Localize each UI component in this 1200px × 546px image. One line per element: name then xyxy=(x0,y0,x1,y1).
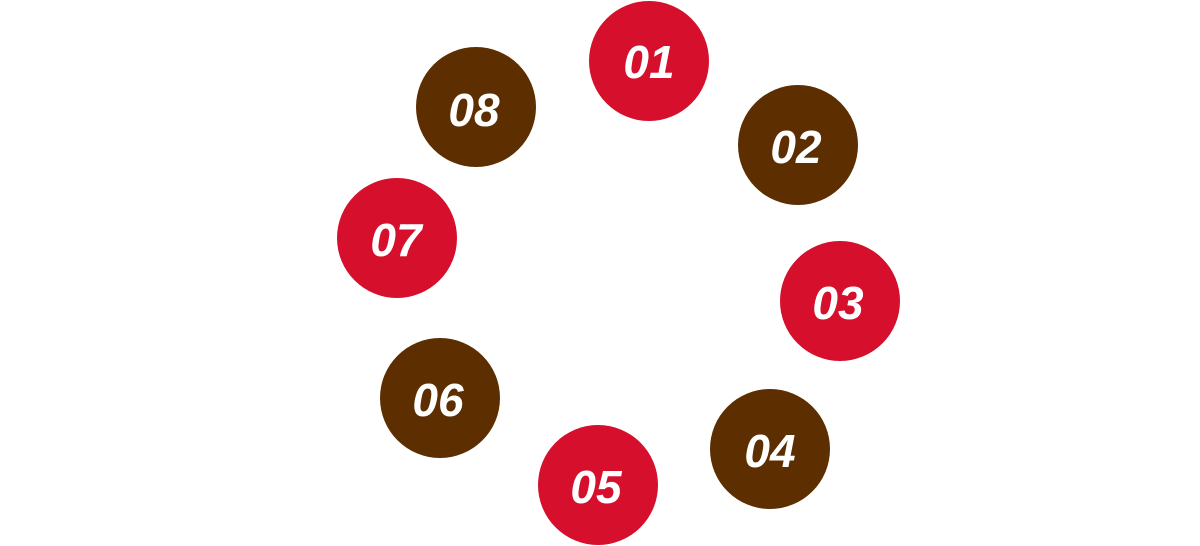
node-03-circle xyxy=(780,241,900,361)
node-07: 07 xyxy=(337,178,457,298)
node-01-circle xyxy=(589,1,709,121)
node-04-label: 04 xyxy=(744,425,795,477)
node-08: 08 xyxy=(416,47,536,167)
node-01: 01 xyxy=(589,1,709,121)
node-07-label: 07 xyxy=(370,214,424,266)
node-01-label: 01 xyxy=(623,36,674,88)
node-05: 05 xyxy=(538,425,658,545)
node-03: 03 xyxy=(780,241,900,361)
node-05-circle xyxy=(538,425,658,545)
node-06-label: 06 xyxy=(412,374,464,426)
node-08-label: 08 xyxy=(448,84,500,136)
node-04: 04 xyxy=(710,389,830,509)
node-06: 06 xyxy=(380,338,500,458)
node-03-label: 03 xyxy=(812,277,864,329)
node-05-label: 05 xyxy=(570,461,623,513)
node-07-circle xyxy=(337,178,457,298)
node-02-circle xyxy=(738,85,858,205)
node-04-circle xyxy=(710,389,830,509)
node-02: 02 xyxy=(738,85,858,205)
node-06-circle xyxy=(380,338,500,458)
node-08-circle xyxy=(416,47,536,167)
node-02-label: 02 xyxy=(770,121,822,173)
